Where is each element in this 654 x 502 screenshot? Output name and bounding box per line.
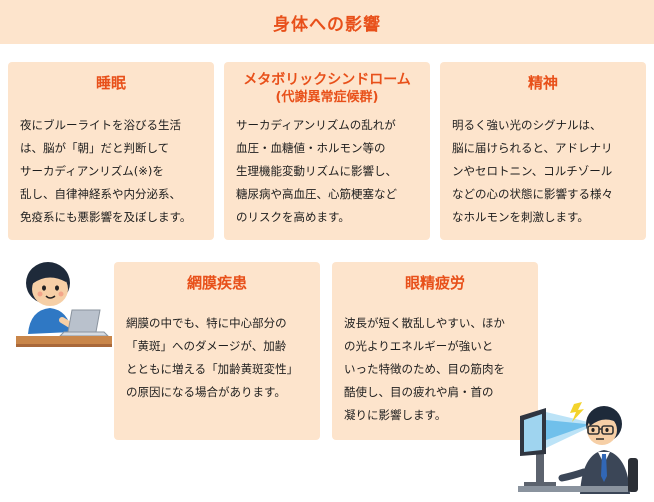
card-line: のリスクを高めます。 (236, 210, 350, 224)
card-title: 睡眠 (95, 74, 126, 92)
card-line: いった特徴のため、目の筋肉を (344, 362, 505, 376)
page-title: 身体への影響 (273, 14, 381, 35)
card-line: は、脳が「朝」だと判断して (20, 141, 170, 155)
card-subtitle: (代謝異常症候群) (275, 90, 379, 105)
card-line: 網膜の中でも、特に中心部分の (126, 316, 287, 330)
card-line: 「黄斑」へのダメージが、加齢 (126, 339, 287, 353)
card-retinal-disease: 網膜疾患 網膜の中でも、特に中心部分の 「黄斑」へのダメージが、加齢 とともに増… (114, 262, 320, 440)
person-with-laptop-icon (14, 256, 114, 356)
card-line: とともに増える「加齢黄斑変性」 (126, 362, 299, 376)
card-title: 網膜疾患 (186, 274, 247, 292)
person-at-monitor-icon (516, 398, 650, 498)
card-sleep: 睡眠 夜にブルーライトを浴びる生活 は、脳が「朝」だと判断して サーカディアンリ… (8, 62, 214, 240)
card-line: 波長が短く散乱しやすい、ほか (344, 316, 505, 330)
card-line: の原因になる場合があります。 (126, 385, 286, 399)
card-line: 凝りに影響します。 (344, 408, 447, 422)
card-title: 眼精疲労 (404, 274, 465, 292)
card-line: 脳に届けられると、アドレナリ (452, 141, 613, 155)
card-title: 精神 (527, 74, 558, 92)
card-line: 明るく強い光のシグナルは、 (452, 118, 602, 132)
card-eye-strain: 眼精疲労 波長が短く散乱しやすい、ほか の光よりエネルギーが強いと いった特徴の… (332, 262, 538, 440)
card-line: などの心の状態に影響する様々 (452, 187, 613, 201)
card-line: サーカディアンリズム(※)を (20, 164, 164, 178)
card-line: 糖尿病や高血圧、心筋梗塞など (236, 187, 397, 201)
card-metabolic-syndrome: メタボリックシンドローム (代謝異常症候群) サーカディアンリズムの乱れが 血圧… (224, 62, 430, 240)
card-body: 網膜の中でも、特に中心部分の 「黄斑」へのダメージが、加齢 とともに増える「加齢… (126, 312, 314, 404)
card-line: 夜にブルーライトを浴びる生活 (20, 118, 181, 132)
card-body: 夜にブルーライトを浴びる生活 は、脳が「朝」だと判断して サーカディアンリズム(… (20, 114, 208, 229)
card-body: 明るく強い光のシグナルは、 脳に届けられると、アドレナリ ンやセロトニン、コルチ… (452, 114, 640, 229)
card-body: 波長が短く散乱しやすい、ほか の光よりエネルギーが強いと いった特徴のため、目の… (344, 312, 532, 427)
card-line: 酷使し、目の疲れや肩・首の (344, 385, 494, 399)
page-header: 身体への影響 (0, 0, 654, 44)
card-line: の光よりエネルギーが強いと (344, 339, 494, 353)
card-line: ンやセロトニン、コルチゾール (452, 164, 613, 178)
card-line: サーカディアンリズムの乱れが (236, 118, 396, 132)
card-title: メタボリックシンドローム (243, 72, 411, 88)
card-body: サーカディアンリズムの乱れが 血圧・血糖値・ホルモン等の 生理機能変動リズムに影… (236, 114, 424, 229)
card-line: 免疫系にも悪影響を及ぼします。 (20, 210, 192, 224)
card-line: なホルモンを刺激します。 (452, 210, 589, 224)
card-line: 血圧・血糖値・ホルモン等の (236, 141, 386, 155)
card-line: 生理機能変動リズムに影響し、 (236, 164, 397, 178)
card-mental: 精神 明るく強い光のシグナルは、 脳に届けられると、アドレナリ ンやセロトニン、… (440, 62, 646, 240)
card-line: 乱し、自律神経系や内分泌系、 (20, 187, 181, 201)
